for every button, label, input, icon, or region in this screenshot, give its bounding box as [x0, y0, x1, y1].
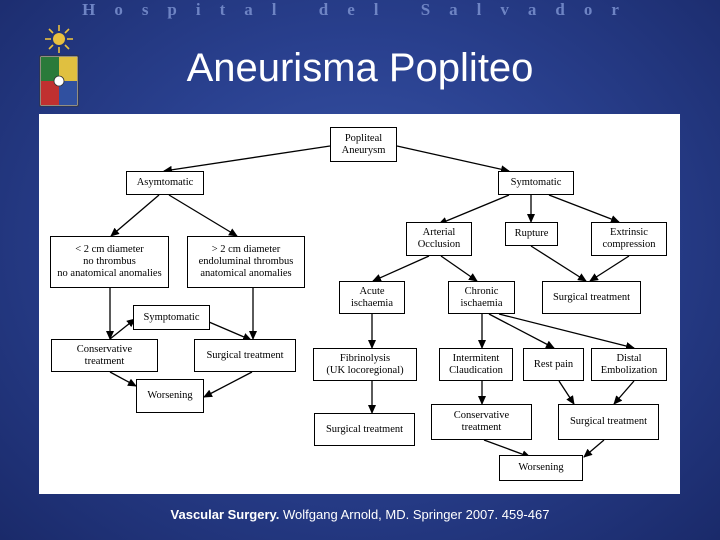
node-extrinsic-compression: Extrinsic compression — [591, 222, 667, 256]
node-conservative-left: Conservative treatment — [51, 339, 158, 372]
citation-bold: Vascular Surgery. — [170, 507, 280, 522]
university-logo-icon — [34, 22, 84, 110]
node-conservative-right: Conservative treatment — [431, 404, 532, 440]
citation: Vascular Surgery. Wolfgang Arnold, MD. S… — [0, 506, 720, 524]
node-gt-2cm: > 2 cm diameter endoluminal thrombus ana… — [187, 236, 305, 288]
node-surgical-left: Surgical treatment — [194, 339, 296, 372]
node-surgical-rupture: Surgical treatment — [542, 281, 641, 314]
flowchart-connectors — [106, 145, 635, 458]
node-fibrinolysis: Fibrinolysis (UK locoregional) — [313, 348, 417, 381]
hospital-name: Hospital del Salvador — [82, 0, 638, 19]
node-symptomatic: Symtomatic — [498, 171, 574, 195]
diagram-panel: Popliteal Aneurysm Asymtomatic Symtomati… — [39, 114, 680, 494]
node-rupture: Rupture — [505, 222, 558, 246]
node-symptomatic-mid: Symptomatic — [133, 305, 210, 330]
node-asymptomatic: Asymtomatic — [126, 171, 204, 195]
node-chronic-ischaemia: Chronic ischaemia — [448, 281, 515, 314]
node-rest-pain: Rest pain — [523, 348, 584, 381]
slide-title: Aneurisma Popliteo — [186, 46, 534, 90]
node-acute-ischaemia: Acute ischaemia — [339, 281, 405, 314]
node-popliteal-aneurysm: Popliteal Aneurysm — [330, 127, 397, 162]
node-worsening-left: Worsening — [136, 379, 204, 413]
citation-rest: Wolfgang Arnold, MD. Springer 2007. 459-… — [279, 507, 550, 522]
node-surgical-right: Surgical treatment — [558, 404, 659, 440]
node-lt-2cm: < 2 cm diameter no thrombus no anatomica… — [50, 236, 169, 288]
node-arterial-occlusion: Arterial Occlusion — [406, 222, 472, 256]
node-surgical-fibrinolysis: Surgical treatment — [314, 413, 415, 446]
node-distal-embolization: Distal Embolization — [591, 348, 667, 381]
node-intermittent-claudication: Intermitent Claudication — [439, 348, 513, 381]
node-worsening-right: Worsening — [499, 455, 583, 481]
